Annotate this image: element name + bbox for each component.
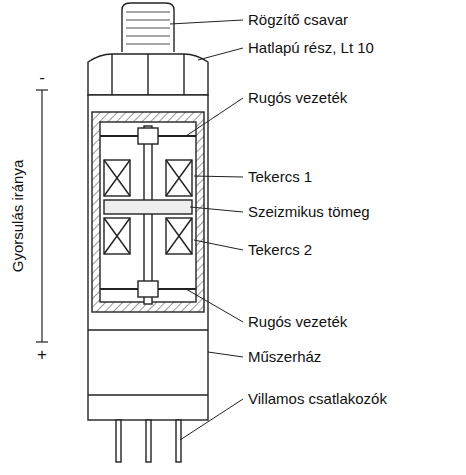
nut (138, 128, 158, 144)
rod (144, 126, 152, 304)
part-label: Tekercs 1 (248, 169, 312, 186)
part-label: Műszerház (248, 349, 321, 366)
coil-1 (104, 160, 192, 196)
sign-label: + (37, 346, 47, 365)
part-label: Tekercs 2 (248, 242, 312, 259)
direction-arrow (36, 90, 48, 342)
part-label: Rögzítő csavar (248, 12, 348, 29)
part-label: Szeizmikus tömeg (248, 204, 370, 221)
sign-label: - (39, 69, 45, 88)
part-label: Rugós vezeték (248, 314, 347, 331)
axis-label: Gyorsulás iránya (10, 160, 27, 273)
nut (138, 281, 158, 297)
part-label: Villamos csatlakozók (248, 391, 387, 408)
seismic-mass (104, 200, 192, 214)
leader-lines (170, 20, 243, 440)
instrument-housing (88, 95, 208, 420)
coil-2 (104, 218, 192, 254)
fixing-screw (122, 3, 174, 52)
electrical-connectors (116, 420, 181, 462)
hex-part (88, 54, 208, 95)
part-label: Hatlapú rész, Lt 10 (248, 40, 374, 57)
part-label: Rugós vezeték (248, 90, 347, 107)
